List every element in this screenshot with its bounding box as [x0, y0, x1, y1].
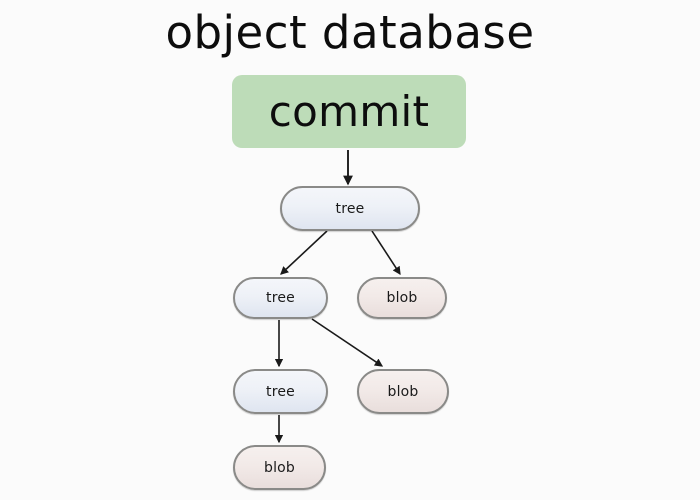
node-label: blob: [263, 459, 296, 476]
edge-tree2-to-blob2: [311, 318, 384, 367]
node-label: blob: [387, 383, 419, 400]
commit-node[interactable]: commit: [232, 75, 466, 148]
node-blob-1[interactable]: blob: [357, 277, 447, 319]
node-tree-3[interactable]: tree: [233, 369, 328, 414]
node-blob-2[interactable]: blob: [357, 369, 449, 414]
edge-tree1-to-tree2: [280, 230, 328, 275]
node-tree-1[interactable]: tree: [280, 186, 420, 231]
node-tree-2[interactable]: tree: [233, 277, 328, 319]
edge-tree1-to-blob1: [371, 230, 401, 276]
commit-node-label: commit: [268, 86, 430, 136]
node-blob-3[interactable]: blob: [233, 445, 326, 490]
node-label: tree: [266, 383, 295, 400]
node-label: tree: [335, 200, 365, 217]
node-label: blob: [386, 290, 418, 306]
page-title: object database: [165, 6, 535, 59]
node-label: tree: [266, 290, 295, 306]
